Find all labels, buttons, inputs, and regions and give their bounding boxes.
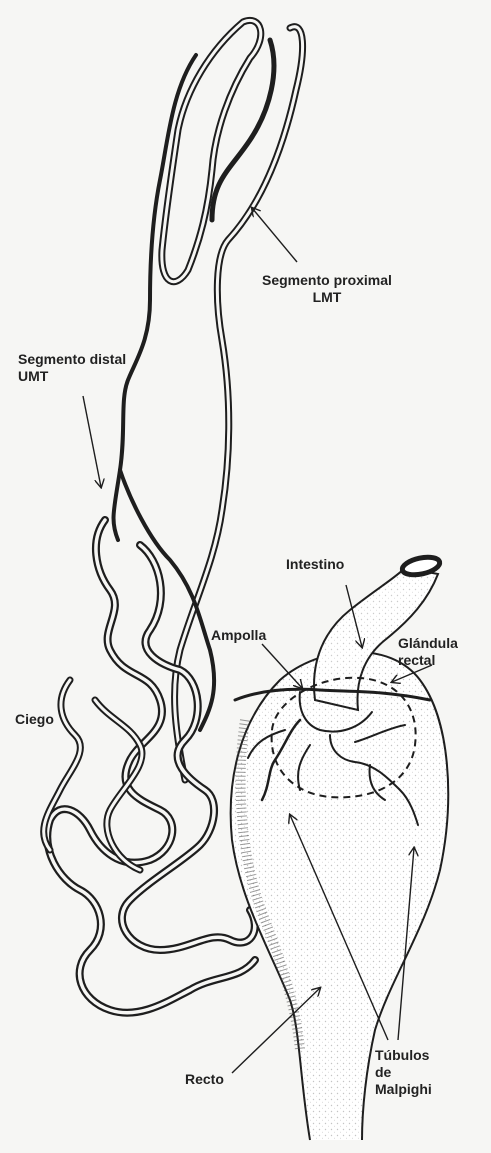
label-recto: Recto <box>185 1071 224 1088</box>
label-tubulos-line2: de <box>375 1064 432 1081</box>
proximal-segment-tubule <box>114 20 303 780</box>
arrow-segmento-distal <box>83 396 101 487</box>
distal-segment-tubule <box>44 470 255 1013</box>
arrow-segmento-proximal <box>252 208 297 262</box>
label-glandula-rectal: Glándula rectal <box>398 635 458 669</box>
label-glandula-rectal-line1: Glándula <box>398 635 458 652</box>
label-intestino: Intestino <box>286 556 344 573</box>
label-segmento-proximal: Segmento proximal LMT <box>262 272 392 306</box>
label-ciego: Ciego <box>15 711 54 728</box>
label-segmento-distal-line1: Segmento distal <box>18 351 126 368</box>
label-tubulos-line3: Malpighi <box>375 1081 432 1098</box>
label-glandula-rectal-line2: rectal <box>398 652 458 669</box>
label-segmento-proximal-line2: LMT <box>262 289 392 306</box>
label-segmento-distal-line2: UMT <box>18 368 126 385</box>
label-tubulos-malpighi: Túbulos de Malpighi <box>375 1047 432 1098</box>
label-segmento-proximal-line1: Segmento proximal <box>262 272 392 289</box>
label-segmento-distal: Segmento distal UMT <box>18 351 126 385</box>
label-tubulos-line1: Túbulos <box>375 1047 432 1064</box>
label-ampolla: Ampolla <box>211 627 266 644</box>
